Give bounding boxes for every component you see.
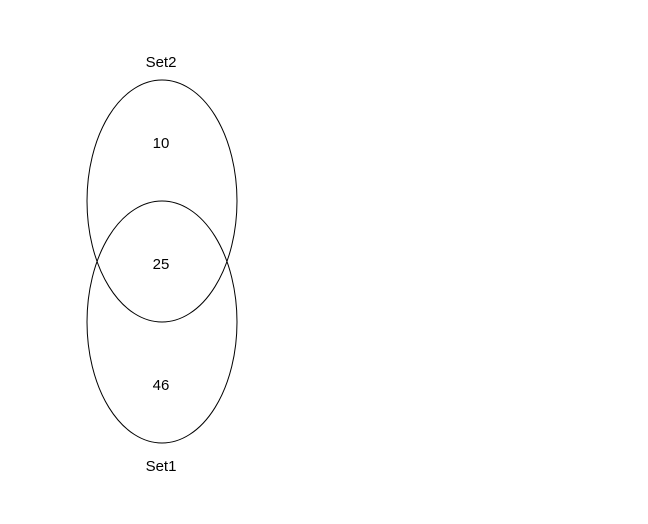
set2-label: Set2 xyxy=(146,54,177,71)
set1-circle xyxy=(86,200,238,444)
set2-only-count: 10 xyxy=(153,135,170,152)
set2-circle xyxy=(86,79,238,323)
set1-label: Set1 xyxy=(146,458,177,475)
intersection-count: 25 xyxy=(153,256,170,273)
set1-only-count: 46 xyxy=(153,377,170,394)
